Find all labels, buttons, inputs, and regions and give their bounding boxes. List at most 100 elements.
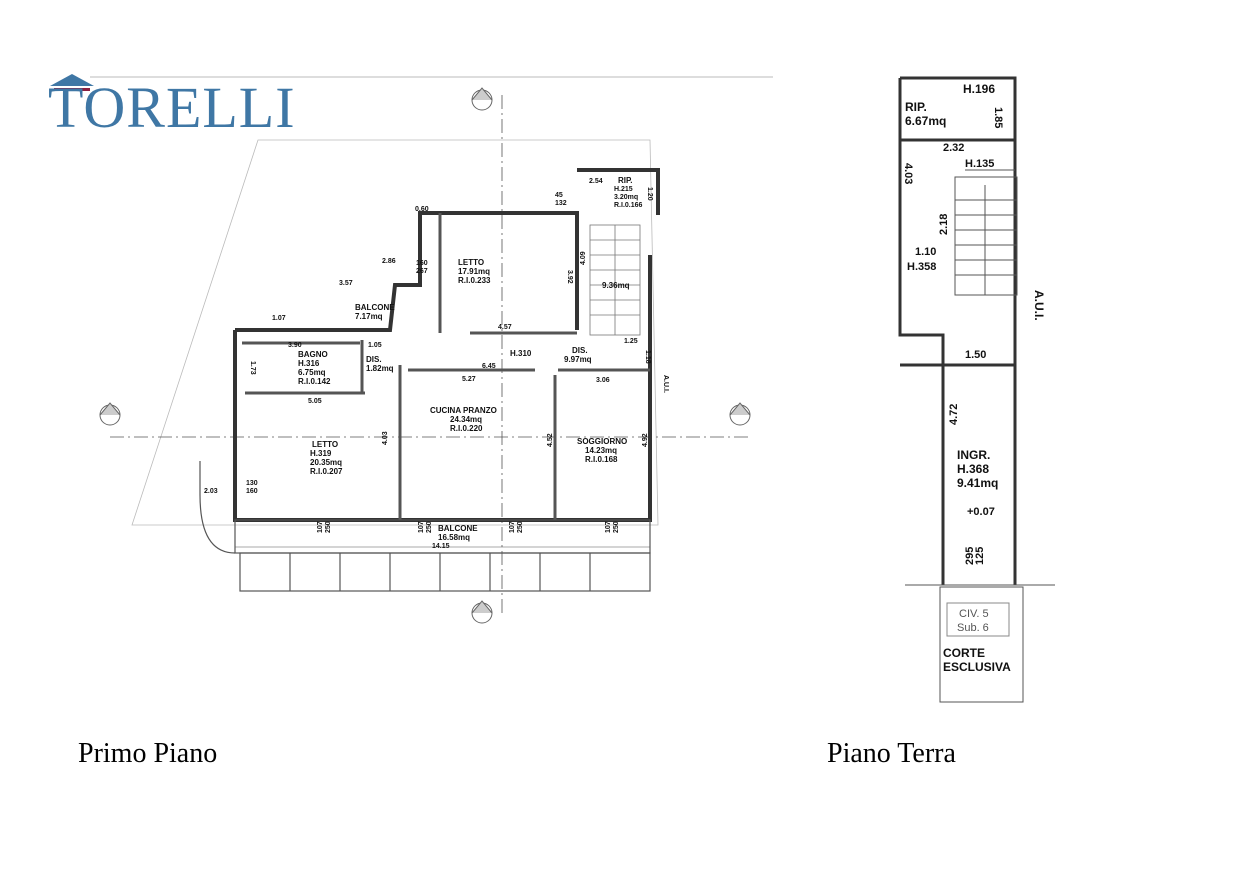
svg-text:RIP.: RIP.: [905, 100, 927, 114]
svg-text:130: 130: [246, 480, 258, 487]
svg-text:160: 160: [416, 260, 428, 267]
svg-text:A.U.I.: A.U.I.: [662, 375, 669, 393]
svg-text:H.368: H.368: [957, 462, 989, 476]
svg-text:LETTO: LETTO: [458, 258, 484, 267]
svg-text:4.52: 4.52: [547, 433, 554, 447]
svg-text:107: 107: [418, 521, 425, 533]
svg-text:H.310: H.310: [510, 349, 532, 358]
section-marker-icon: [729, 402, 751, 426]
svg-text:ESCLUSIVA: ESCLUSIVA: [943, 660, 1011, 674]
svg-text:107: 107: [317, 521, 324, 533]
svg-text:1.85: 1.85: [992, 107, 1004, 128]
svg-text:45: 45: [555, 192, 563, 199]
svg-text:RIP.: RIP.: [618, 176, 633, 185]
svg-text:4.57: 4.57: [498, 324, 512, 331]
svg-text:1.10: 1.10: [915, 246, 936, 258]
svg-text:1.07: 1.07: [272, 315, 286, 322]
room-dis-large: H.310 DIS. 9.97mq: [510, 346, 592, 364]
section-marker-icon: [471, 600, 493, 624]
section-marker-icon: [99, 402, 121, 426]
svg-text:H.135: H.135: [965, 158, 994, 170]
svg-text:CIV. 5: CIV. 5: [959, 608, 989, 620]
svg-text:LETTO: LETTO: [312, 440, 338, 449]
svg-text:+0.07: +0.07: [967, 506, 995, 518]
svg-text:9.41mq: 9.41mq: [957, 476, 998, 490]
brand-name: TORELLI: [48, 75, 296, 140]
svg-text:Sub. 6: Sub. 6: [957, 622, 989, 634]
section-marker-icon: [471, 87, 493, 111]
ground-aui: A.U.I.: [1032, 290, 1046, 321]
svg-text:14.23mq: 14.23mq: [585, 446, 617, 455]
svg-text:0.60: 0.60: [415, 206, 429, 213]
svg-text:2.54: 2.54: [589, 178, 603, 185]
svg-text:9.97mq: 9.97mq: [564, 355, 592, 364]
svg-text:DIS.: DIS.: [366, 355, 382, 364]
svg-text:2.18: 2.18: [938, 214, 950, 235]
svg-text:7.17mq: 7.17mq: [355, 312, 383, 321]
room-letto-bottom: LETTO H.319 20.35mq R.I.0.207: [310, 440, 343, 476]
ground-ingresso: INGR. H.368 9.41mq +0.07: [957, 448, 998, 518]
svg-text:1.50: 1.50: [965, 349, 986, 361]
svg-text:1.73: 1.73: [249, 361, 256, 375]
svg-text:H.215: H.215: [614, 186, 633, 193]
svg-text:R.I.0.142: R.I.0.142: [298, 377, 331, 386]
svg-text:295: 295: [964, 547, 976, 565]
svg-text:20.35mq: 20.35mq: [310, 458, 342, 467]
caption-ground-floor: Piano Terra: [827, 738, 956, 769]
svg-text:6.67mq: 6.67mq: [905, 114, 946, 128]
svg-text:3.57: 3.57: [339, 280, 353, 287]
svg-text:3.20mq: 3.20mq: [614, 194, 638, 201]
svg-text:H.358: H.358: [907, 261, 936, 273]
svg-text:5.27: 5.27: [462, 376, 476, 383]
ground-floor-plan: RIP. 6.67mq H.196 1.85 2.32 H.135 4.03 2…: [898, 76, 1055, 703]
svg-text:24.34mq: 24.34mq: [450, 415, 482, 424]
svg-text:17.91mq: 17.91mq: [458, 267, 490, 276]
svg-text:4.92: 4.92: [642, 433, 649, 447]
svg-text:BALCONE: BALCONE: [355, 303, 395, 312]
svg-text:CORTE: CORTE: [943, 646, 985, 660]
svg-text:1.05: 1.05: [368, 342, 382, 349]
svg-text:125: 125: [974, 547, 986, 565]
room-rip: RIP. H.215 3.20mq R.I.0.166: [614, 176, 643, 209]
svg-text:4.03: 4.03: [902, 163, 914, 184]
svg-text:2.86: 2.86: [382, 258, 396, 265]
svg-text:1.20: 1.20: [646, 187, 653, 201]
civic-number: CIV. 5 Sub. 6: [957, 608, 989, 634]
ground-rip: RIP. 6.67mq H.196: [905, 82, 995, 128]
room-stairs-area: 9.36mq: [602, 281, 630, 290]
svg-text:3.92: 3.92: [566, 270, 573, 284]
svg-text:2.32: 2.32: [943, 142, 964, 154]
svg-text:1.25: 1.25: [624, 338, 638, 345]
corte-esclusiva: CORTE ESCLUSIVA: [943, 646, 1011, 674]
room-letto-top: LETTO 17.91mq R.I.0.233: [458, 258, 491, 285]
svg-text:4.09: 4.09: [580, 251, 587, 265]
room-soggiorno: SOGGIORNO 14.23mq R.I.0.168: [577, 437, 627, 464]
room-cucina-pranzo: CUCINA PRANZO 24.34mq R.I.0.220: [430, 406, 497, 433]
first-floor-plan: LETTO 17.91mq R.I.0.233 RIP. H.215 3.20m…: [90, 76, 773, 624]
svg-text:R.I.0.207: R.I.0.207: [310, 467, 343, 476]
svg-text:2.03: 2.03: [204, 488, 218, 495]
svg-text:R.I.0.166: R.I.0.166: [614, 202, 643, 209]
svg-text:5.05: 5.05: [308, 398, 322, 405]
brand-logo: TORELLI: [48, 70, 328, 140]
svg-text:6.75mq: 6.75mq: [298, 368, 326, 377]
room-balcone-top: BALCONE 7.17mq: [355, 303, 395, 321]
svg-text:14.15: 14.15: [432, 543, 450, 550]
svg-text:BAGNO: BAGNO: [298, 350, 328, 359]
svg-text:3.06: 3.06: [596, 377, 610, 384]
svg-text:4.03: 4.03: [382, 431, 389, 445]
svg-text:H.319: H.319: [310, 449, 332, 458]
svg-text:3.90: 3.90: [288, 342, 302, 349]
svg-text:267: 267: [416, 268, 428, 275]
svg-text:DIS.: DIS.: [572, 346, 588, 355]
svg-text:250: 250: [426, 521, 433, 533]
svg-text:H.196: H.196: [963, 82, 995, 96]
room-bagno: BAGNO H.316 6.75mq R.I.0.142: [298, 350, 331, 386]
svg-text:R.I.0.220: R.I.0.220: [450, 424, 483, 433]
logo-roof-icon: [50, 74, 94, 91]
svg-text:16.58mq: 16.58mq: [438, 533, 470, 542]
ground-dimensions: 1.85 2.32 H.135 4.03 2.18 1.10 H.358 1.5…: [902, 107, 1004, 565]
svg-text:107: 107: [605, 521, 612, 533]
svg-text:BALCONE: BALCONE: [438, 524, 478, 533]
svg-text:160: 160: [246, 488, 258, 495]
